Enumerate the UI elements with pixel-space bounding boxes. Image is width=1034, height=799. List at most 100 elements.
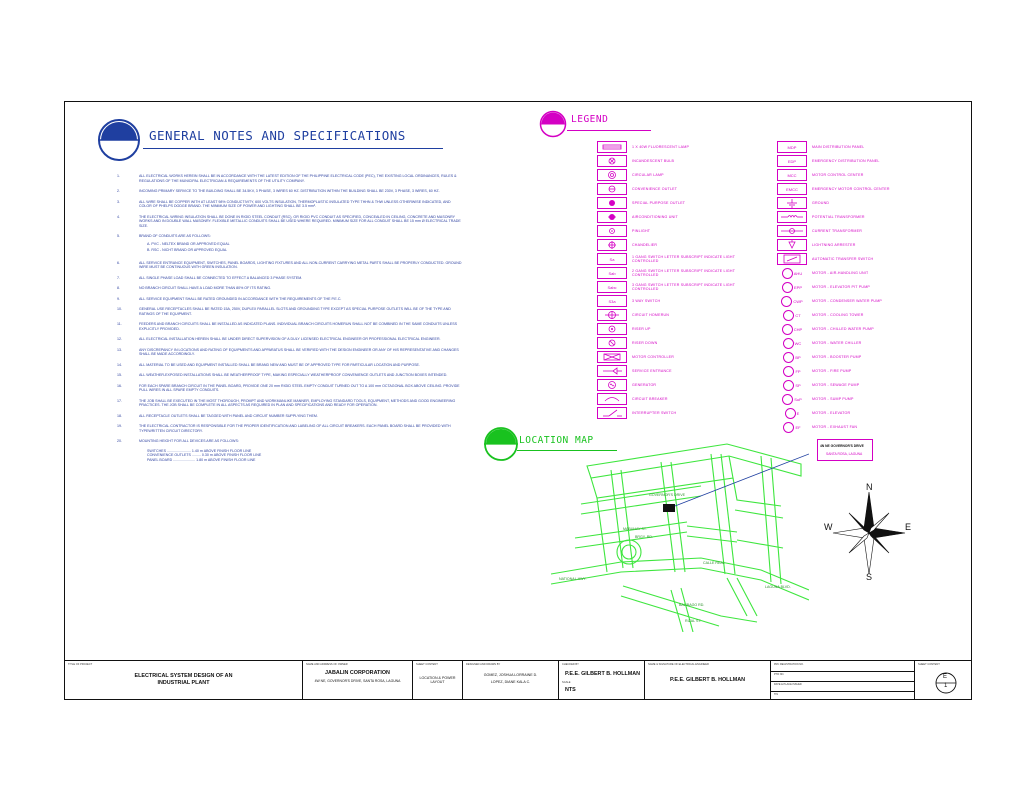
north-arrow: N S E W	[824, 482, 911, 582]
owner-name: JABALIN CORPORATION	[325, 670, 390, 676]
motor-icon: E	[777, 407, 807, 419]
legend-symbol-graphic	[603, 367, 622, 375]
legend-label: MOTOR - SUMP PUMP	[812, 397, 854, 401]
location-map: GOVERNOR'S DRIVE MABUHAY ST. BRGY. RD. N…	[551, 443, 809, 632]
note-item: 7.ALL SINGLE PHASE LOAD SHALL BE CONNECT…	[117, 276, 462, 281]
legend-symbol-text: FP	[795, 368, 801, 374]
note-number: 16.	[117, 383, 122, 388]
note-item: 2.INCOMING PRIMARY SERVICE TO THE BUILDI…	[117, 189, 462, 194]
note-number: 20.	[117, 439, 122, 443]
legend-row: SPECIAL PURPOSE OUTLET	[597, 196, 749, 210]
legend-label: 3 WAY SWITCH	[632, 299, 661, 303]
legend-header: LEGEND	[537, 108, 677, 140]
motor-circle-icon	[781, 281, 793, 293]
legend-row: Sab 2 GANG SWITCH LETTER SUBSCRIPT INDICA…	[597, 266, 749, 280]
legend-row: CT MOTOR - COOLING TOWER	[777, 308, 929, 322]
legend-symbol-graphic	[603, 353, 621, 361]
note-item: 17.THE JOB SHALL BE EXECUTED IN THE MOST…	[117, 399, 462, 408]
motor-circle-icon	[784, 407, 796, 419]
motor-circle-icon	[783, 351, 795, 363]
legend-symbol-graphic	[781, 215, 803, 218]
compass-rose-icon	[832, 491, 906, 575]
legend-symbol-text: CT	[795, 312, 801, 318]
designer-name-1: GOMEZ, JOSHUA LORRAINE D.	[483, 673, 538, 677]
site-callout: 4N NE GOVERNOR'S DRIVE SANTA ROSA, LAGUN…	[817, 439, 873, 461]
note-text: INCOMING PRIMARY SERVICE TO THE BUILDING…	[139, 189, 462, 194]
legend-label: CIRCUIT HOMERUN	[632, 313, 670, 317]
legend-row: CIRCULAR LAMP	[597, 168, 749, 182]
legend-label: CIRCUIT BREAKER	[632, 397, 668, 401]
legend-label: MOTOR - COOLING TOWER	[812, 313, 864, 317]
note-number: 17.	[117, 398, 122, 403]
note-subitem: B. RSC - NICHT BRAND OR APPROVED EQUAL	[147, 248, 228, 252]
street-label: BRGY. RD.	[635, 535, 653, 539]
legend-symbol-text: EF	[795, 424, 801, 430]
note-text: ANY DISCREPANCY IN LOCATIONS AND RATING …	[139, 348, 462, 357]
legend-label: MOTOR - BOOSTER PUMP	[812, 355, 862, 359]
legend-label: EMERGENCY DISTRIBUTION PANEL	[812, 159, 880, 163]
motor-circle-icon	[781, 267, 793, 279]
note-number: 8.	[117, 286, 120, 290]
legend-symbol-text: SP	[795, 382, 801, 388]
checked-cell: CHECKED BY P.E.E. GILBERT B. HOLLMAN SCA…	[559, 661, 645, 699]
note-body: ALL WEATHER-EXPOSED INSTALLATIONS SHALL …	[139, 373, 448, 377]
motor-circle-icon	[783, 365, 795, 377]
box-icon: MDP	[777, 141, 807, 153]
legend-symbol-graphic	[608, 185, 616, 193]
legend-label: 2 GANG SWITCH LETTER SUBSCRIPT INDICATE …	[632, 269, 736, 277]
legend-label: MOTOR - CHILLED WATER PUMP	[812, 327, 874, 331]
legend-label: 3 GANG SWITCH LETTER SUBSCRIPT INDICATE …	[632, 283, 736, 291]
legend-label: INCANDESCENT BULB	[632, 159, 675, 163]
note-text: ALL RECEPTACLE OUTLETS SHALL BE TAGGED W…	[139, 414, 462, 419]
legend-row: GROUND	[777, 196, 929, 210]
box-icon: MCC	[777, 169, 807, 181]
note-number: 6.	[117, 260, 120, 265]
compass-west: W	[824, 522, 833, 532]
legend-row: BP MOTOR - BOOSTER PUMP	[777, 350, 929, 364]
note-item: 10.GENERAL USE RECEPTACLES SHALL BE RATE…	[117, 307, 462, 316]
motor-circle-icon	[782, 393, 794, 405]
pt-icon	[777, 211, 807, 223]
legend-bullet-icon	[539, 110, 567, 138]
project-site-marker	[663, 504, 675, 512]
legend-label: POTENTIAL TRANSFORMER	[812, 215, 865, 219]
sheet-number-circle-icon	[935, 672, 957, 694]
legend-symbol-text: Sab	[608, 270, 616, 276]
note-item: 6.ALL SERVICE ENTRANCE EQUIPMENT, SWITCH…	[117, 261, 462, 270]
legend-title-rule	[567, 130, 651, 131]
legend-row: SERVICE ENTRANCE	[597, 364, 749, 378]
generator-icon	[597, 379, 627, 391]
motor-icon: BP	[777, 351, 807, 363]
designer-cell: DESIGNED AND DRAWN BY GOMEZ, JOSHUA LORR…	[463, 661, 559, 699]
registration-cell: PRC REGISTRATION NO. PTR NO. DATE & PLAC…	[771, 661, 915, 699]
legend-symbol-text: MCC	[787, 172, 797, 178]
checked-by: P.E.E. GILBERT B. HOLLMAN	[565, 671, 641, 677]
legend-symbol-text: EPP	[793, 284, 802, 290]
legend-row: RISER DOWN	[597, 336, 749, 350]
legend-label: GENERATOR	[632, 383, 657, 387]
note-text: NO BRANCH CIRCUIT SHALL HAVE A LOAD MORE…	[139, 286, 462, 291]
note-item: 16.FOR EACH SPARE BRANCH CIRCUIT IN THE …	[117, 384, 462, 393]
note-body: MOUNTING HEIGHT FOR ALL DEVICES ARE AS F…	[139, 439, 239, 443]
note-text: ALL ELECTRICAL WORKS HEREIN SHALL BE IN …	[139, 174, 462, 183]
interrupter-icon	[597, 407, 627, 419]
legend-row: 1 X 40W FLUORESCENT LAMP	[597, 140, 749, 154]
sheet-content: LOCATION & POWER LAYOUT	[419, 676, 456, 685]
aircon-icon	[597, 211, 627, 223]
note-text: THE ELECTRICAL CONTRACTOR IS RESPONSIBLE…	[139, 424, 462, 433]
legend-row: LIGHTNING ARRESTER	[777, 238, 929, 252]
arrester-icon	[777, 239, 807, 251]
legend-symbol-text: Sabc	[607, 284, 617, 290]
note-body: ALL ELECTRICAL WORKS HEREIN SHALL BE IN …	[139, 174, 457, 183]
street-label: RIZAL ST.	[685, 619, 701, 623]
scale-value: NTS	[565, 687, 576, 693]
note-text: ALL ELECTRICAL INSTALLATION HEREIN SHALL…	[139, 337, 462, 342]
motor-icon: FP	[777, 365, 807, 377]
